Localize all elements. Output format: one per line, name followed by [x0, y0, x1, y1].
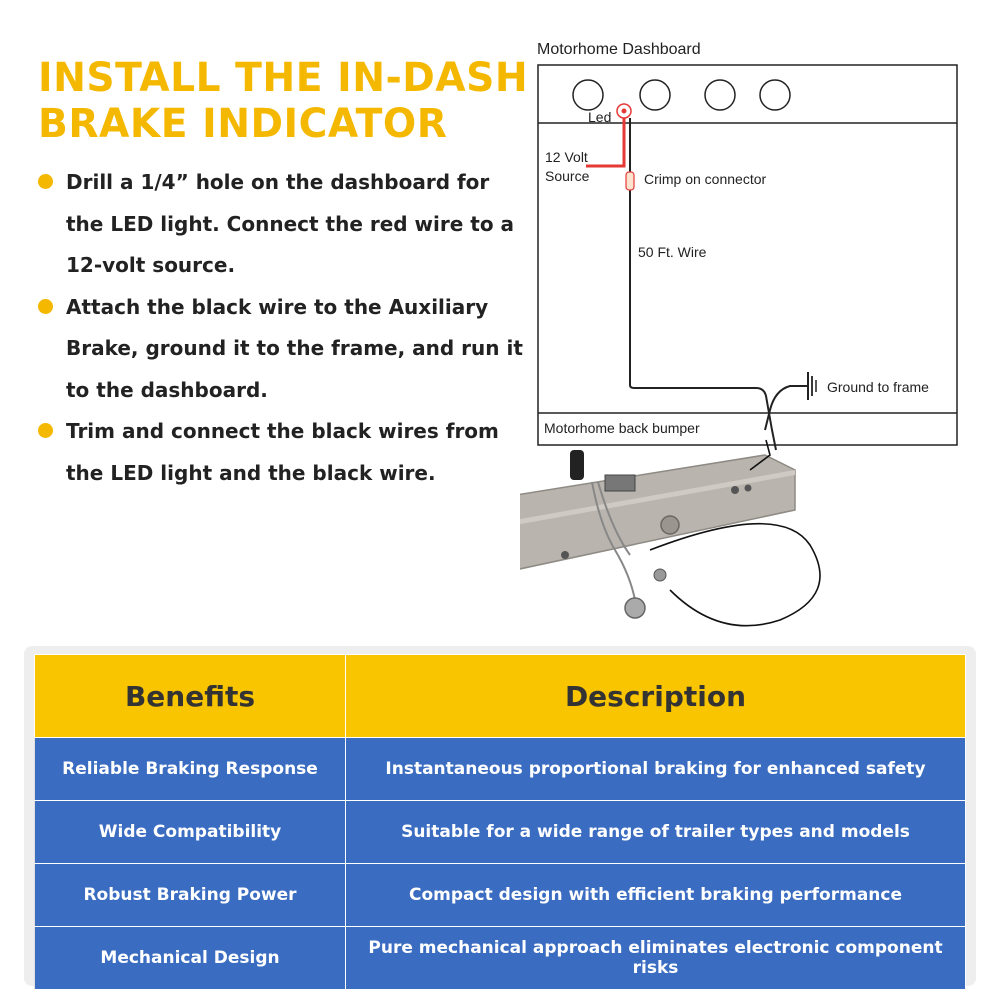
- table-row: Robust Braking Power Compact design with…: [34, 863, 966, 927]
- gauge-circle-icon: [759, 79, 791, 111]
- crimp-label: Crimp on connector: [644, 171, 767, 187]
- description-cell: Compact design with efficient braking pe…: [345, 863, 966, 927]
- bullet-dot-icon: [38, 298, 53, 314]
- ground-label: Ground to frame: [827, 379, 929, 395]
- title-line-1: INSTALL THE IN-DASH: [38, 55, 529, 101]
- description-cell: Instantaneous proportional braking for e…: [345, 737, 966, 801]
- table-row: Reliable Braking Response Instantaneous …: [34, 737, 966, 801]
- title-line-2: BRAKE INDICATOR: [38, 101, 448, 147]
- header-description: Description: [345, 654, 966, 738]
- source-label-line-1: 12 Volt: [545, 149, 588, 165]
- instruction-text: Drill a 1/4” hole on the dashboard for t…: [66, 170, 515, 277]
- gauge-circle-icon: [639, 79, 671, 111]
- source-label-line-2: Source: [545, 168, 590, 184]
- gauge-circle-icon: [572, 79, 604, 111]
- instruction-item: Attach the black wire to the Auxiliary B…: [38, 287, 528, 412]
- dashboard-label: Motorhome Dashboard: [537, 41, 701, 58]
- description-cell: Pure mechanical approach eliminates elec…: [345, 926, 966, 990]
- instruction-text: Trim and connect the black wires from th…: [66, 419, 499, 485]
- crimp-connector-icon: [625, 171, 635, 191]
- instruction-text: Attach the black wire to the Auxiliary B…: [66, 294, 523, 402]
- instruction-item: Trim and connect the black wires from th…: [38, 411, 528, 494]
- header-benefits: Benefits: [34, 654, 346, 738]
- benefit-cell: Wide Compatibility: [34, 800, 346, 864]
- table-row: Wide Compatibility Suitable for a wide r…: [34, 800, 966, 864]
- wire-length-label: 50 Ft. Wire: [638, 244, 707, 260]
- wiring-diagram: Motorhome Dashboard Led 12 Volt Source C…: [484, 30, 1000, 630]
- benefit-cell: Mechanical Design: [34, 926, 346, 990]
- dashboard-frame: [537, 64, 958, 446]
- benefits-table-panel: Benefits Description Reliable Braking Re…: [24, 646, 976, 990]
- description-cell: Suitable for a wide range of trailer typ…: [345, 800, 966, 864]
- table-header-row: Benefits Description: [34, 654, 966, 738]
- ground-wire: [764, 385, 808, 431]
- bullet-dot-icon: [38, 423, 53, 438]
- page-title: INSTALL THE IN-DASH BRAKE INDICATOR: [38, 55, 529, 147]
- benefit-cell: Reliable Braking Response: [34, 737, 346, 801]
- led-label: Led: [588, 109, 611, 125]
- led-center: [621, 108, 627, 114]
- benefit-cell: Robust Braking Power: [34, 863, 346, 927]
- red-wire: [586, 118, 626, 168]
- wiring-diagram-svg: Motorhome Dashboard Led 12 Volt Source C…: [484, 41, 958, 627]
- bumper-label: Motorhome back bumper: [544, 420, 700, 436]
- instruction-list: Drill a 1/4” hole on the dashboard for t…: [38, 162, 528, 494]
- hitch-receiver-illustration: [484, 439, 821, 627]
- instruction-item: Drill a 1/4” hole on the dashboard for t…: [38, 162, 528, 287]
- table-row: Mechanical Design Pure mechanical approa…: [34, 926, 966, 990]
- benefits-table: Benefits Description Reliable Braking Re…: [34, 654, 966, 990]
- gauge-circle-icon: [704, 79, 736, 111]
- bullet-dot-icon: [38, 174, 53, 189]
- black-wire: [629, 118, 777, 451]
